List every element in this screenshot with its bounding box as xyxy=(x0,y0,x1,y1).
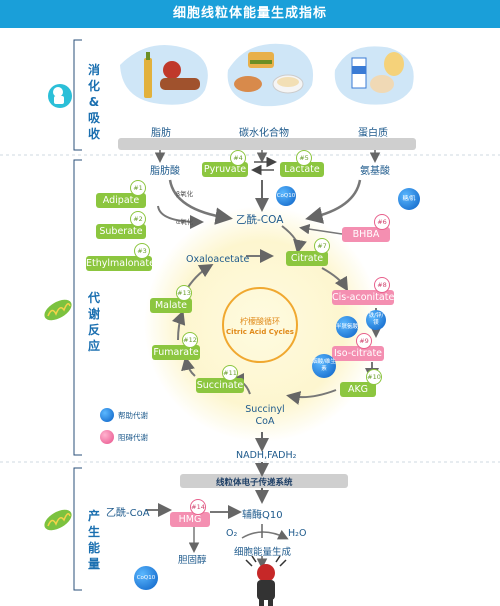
label-acetyl-coa-2: 乙酰-CoA xyxy=(106,508,150,519)
digestion-bar xyxy=(118,138,416,150)
badge-malate: #13 xyxy=(176,285,192,301)
sugar-bubble: 糖/肌 xyxy=(398,188,420,210)
section-brackets xyxy=(73,39,82,591)
title-bar xyxy=(0,0,500,28)
label-fat: 脂肪 xyxy=(151,128,171,139)
legend-help-label: 帮助代谢 xyxy=(118,411,148,420)
section-metabolism: 代谢反应 xyxy=(87,291,100,353)
mitochondria-icon xyxy=(44,299,72,321)
page-title: 细胞线粒体能量生成指标 xyxy=(172,6,327,21)
protein-food-icon xyxy=(334,46,414,105)
badge-lactate: #5 xyxy=(296,150,312,166)
badge-pyruvate: #4 xyxy=(230,150,246,166)
carbs-food-icon xyxy=(227,43,314,107)
marker-hmg: HMG xyxy=(170,512,210,527)
marker-ethylmalonate: Ethylmalonate xyxy=(86,256,155,271)
label-h2o: H₂O xyxy=(288,528,307,539)
label-energy: 细胞能量生成 xyxy=(234,547,292,558)
label-carbs: 碳水化合物 xyxy=(239,128,289,139)
label-a-oxidation: α氧化 xyxy=(176,218,194,226)
marker-bhba: BHBA xyxy=(342,227,390,242)
badge-iso-citrate: #9 xyxy=(356,333,372,349)
coq10-bubble: CoQ10 xyxy=(276,186,296,206)
marker-akg: AKG xyxy=(340,382,376,397)
coq10-bubble-2: CoQ10 xyxy=(134,566,158,590)
badge-succinate: #11 xyxy=(222,365,238,381)
label-acetyl-coa: 乙酰-COA xyxy=(236,214,284,226)
badge-adipate: #1 xyxy=(130,180,146,196)
label-succinyl-coa: Succinyl CoA xyxy=(245,404,285,427)
cycle-bubble-3: 烟酸/维生素 xyxy=(312,354,336,378)
badge-akg: #10 xyxy=(366,369,382,385)
marker-fumarate: Fumarate xyxy=(152,345,200,360)
mitochondria-icon-2 xyxy=(44,509,72,531)
legend-block-label: 阻碍代谢 xyxy=(118,433,148,442)
badge-cis-aconitate: #8 xyxy=(374,277,390,293)
marker-succinate: Succinate xyxy=(196,378,244,393)
label-oxaloacetate: Oxaloacetate xyxy=(186,254,250,265)
label-protein: 蛋白质 xyxy=(358,128,388,139)
badge-citrate: #7 xyxy=(314,238,330,254)
label-coq10: 辅酶Q10 xyxy=(242,510,283,521)
label-nadh: NADH,FADH₂ xyxy=(236,450,297,461)
label-cholesterol: 胆固醇 xyxy=(178,555,207,566)
cycle-bubble-2: 铁/锌/镁 xyxy=(366,310,386,330)
legend-block-icon xyxy=(100,430,114,444)
marker-malate: Malate xyxy=(150,298,192,313)
badge-ethylmalonate: #3 xyxy=(134,243,150,259)
legend-help-icon xyxy=(100,408,114,422)
cycle-title-en: Citric Acid Cycles xyxy=(226,328,294,336)
label-etc: 线粒体电子传递系统 xyxy=(216,478,293,488)
label-fatty-acid: 脂肪酸 xyxy=(150,166,180,177)
badge-suberate: #2 xyxy=(130,211,146,227)
marker-suberate: Suberate xyxy=(96,224,146,239)
label-b-oxidation: β氧化 xyxy=(176,190,194,198)
marker-citrate: Citrate xyxy=(286,251,328,266)
digestion-section-icon xyxy=(48,84,72,108)
section-production: 产生能量 xyxy=(87,509,100,571)
fat-food-icon xyxy=(120,45,208,105)
cycle-ring xyxy=(222,287,298,363)
energy-person-icon xyxy=(245,555,287,606)
section-digestion: 消化&吸收 xyxy=(87,63,100,141)
etc-band xyxy=(180,474,348,488)
marker-cis-aconitate: Cis-aconitate xyxy=(332,290,395,305)
label-o2: O₂ xyxy=(226,528,238,539)
cycle-bubble-1: 半胱氨酸 xyxy=(336,316,358,338)
badge-fumarate: #12 xyxy=(182,332,198,348)
marker-adipate: Adipate xyxy=(96,193,146,208)
label-amino-acid: 氨基酸 xyxy=(360,166,390,177)
badge-bhba: #6 xyxy=(374,214,390,230)
badge-hmg: #14 xyxy=(190,499,206,515)
marker-iso-citrate: Iso-citrate xyxy=(332,346,384,361)
cycle-title-cn: 柠檬酸循环 xyxy=(240,317,280,326)
marker-lactate: Lactate xyxy=(280,162,324,177)
